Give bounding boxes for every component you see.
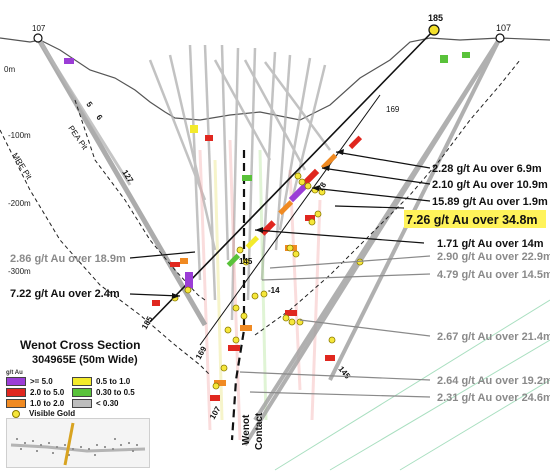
legend-swatch-orange [6,399,26,408]
collar-185-label: 185 [428,13,443,23]
elevation-label-0: 0m [4,65,15,74]
legend-swatch-red [6,388,26,397]
hole-label-169-top: 169 [386,105,400,114]
collar-107-right-label: 107 [496,23,511,33]
leader-arrowheads [172,149,344,299]
intercept-grey-label-2: 2.90 g/t Au over 22.9m [437,251,550,263]
legend-swatch-yellow [72,377,92,386]
intercept-label-5: 7.22 g/t Au over 2.4m [10,288,120,300]
elevation-label-100: -100m [8,131,31,140]
green-grid-line [329,339,550,471]
hole-169-trace [199,94,381,346]
wenot-contact-label-2: Contact [254,412,265,450]
hole-label-5: 5 [84,100,94,109]
inset-map-drawing [10,422,146,466]
intercept-grey-label-3: 4.79 g/t Au over 14.5m [437,269,550,281]
hole-label-6: 6 [94,113,104,122]
intercept-grey-label-6: 2.31 g/t Au over 24.6m [437,392,550,404]
intercept-label-4: 1.71 g/t Au over 14m [437,238,544,250]
legend-item-2-5: 2.0 to 5.0 [6,388,64,397]
legend-swatch-grey [72,399,92,408]
elevation-label-300: -300m [8,267,31,276]
legend-item-030-05: 0.30 to 0.5 [72,388,135,397]
mre-pit-outline-right [254,59,521,336]
hole-label-14: -14 [268,286,280,295]
hole-label-145-mid: 145 [239,257,253,266]
visible-gold-markers [171,172,364,390]
collar-107-right-marker [495,33,505,43]
pea-pit-label: PEA Pit [66,124,89,152]
location-inset-map [6,418,150,468]
legend-unit: g/t Au [6,370,23,376]
intercept-grey-label-1: 2.86 g/t Au over 18.9m [10,253,126,265]
intercept-grey-label-4: 2.67 g/t Au over 21.4m [437,331,550,343]
legend-item-lt030: < 0.30 [72,399,118,408]
intercept-highlight-box [404,210,546,228]
legend-item-ge5: >= 5.0 [6,377,53,386]
leader-lines-grey [239,255,431,398]
wenot-contact-line [230,150,246,441]
legend-item-visible-gold: Visible Gold [6,409,75,418]
leader-lines-black [129,151,431,297]
hole-label-145-low: 145 [336,365,352,381]
intercept-label-2: 2.10 g/t Au over 10.9m [432,179,548,191]
topography-line [0,37,550,121]
left-collar-hole-2 [36,37,132,186]
right-collar-holes [243,36,502,447]
assay-intervals [64,52,470,401]
intercept-label-1: 2.28 g/t Au over 6.9m [432,163,542,175]
collar-185-marker [428,24,440,36]
wenot-contact-label-1: Wenot [241,414,252,445]
pea-pit-outline [74,99,206,301]
legend-swatch-green [72,388,92,397]
intercept-label-3: 15.89 g/t Au over 1.9m [432,196,548,208]
intercept-highlight-label: 7.26 g/t Au over 34.8m [406,213,538,227]
legend-title: Wenot Cross Section [20,338,141,352]
green-grid-line [399,379,550,471]
legend-panel: Wenot Cross Section 304965E (50m Wide) g… [6,338,150,468]
legend-item-1-2: 1.0 to 2.0 [6,399,64,408]
collar-107-left-label: 107 [32,24,46,33]
elevation-label-200: -200m [8,199,31,208]
legend-subtitle: 304965E (50m Wide) [32,354,138,366]
collar-107-left-marker [33,33,43,43]
legend-item-05-10: 0.5 to 1.0 [72,377,130,386]
mre-pit-label: MRE Pit [10,151,34,181]
legend-swatch-purple [6,377,26,386]
visible-gold-icon [12,409,20,418]
intercept-grey-label-5: 2.64 g/t Au over 19.2m [437,375,550,387]
left-collar-hole [35,36,208,327]
green-grid-line [274,299,550,471]
mre-pit-outline [0,129,211,376]
hole-185-trace [149,29,435,323]
